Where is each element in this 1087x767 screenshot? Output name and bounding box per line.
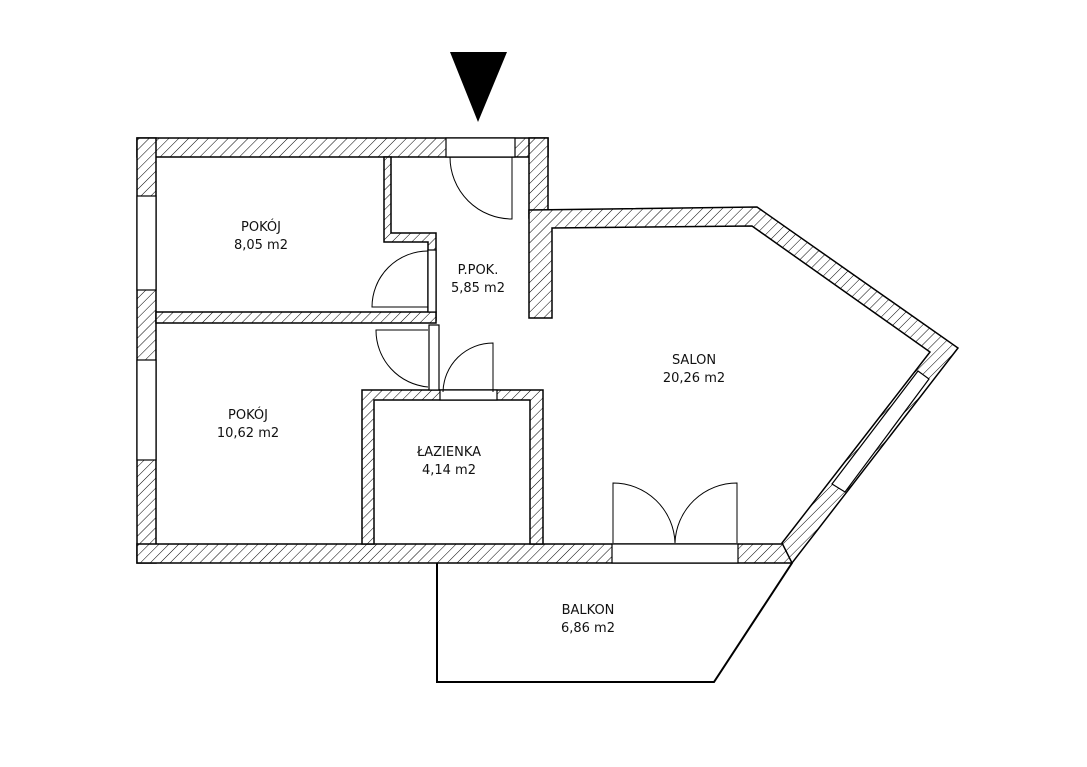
room-name: POKÓJ bbox=[228, 407, 268, 423]
room-area: 4,14 m2 bbox=[422, 463, 476, 478]
room-area: 20,26 m2 bbox=[663, 371, 725, 386]
room-name: ŁAZIENKA bbox=[416, 445, 481, 460]
room-area: 5,85 m2 bbox=[451, 281, 505, 296]
room-balkon: BALKON 6,86 m2 bbox=[561, 603, 615, 636]
room-pokoj-1: POKÓJ 8,05 m2 bbox=[234, 219, 288, 253]
room-area: 6,86 m2 bbox=[561, 621, 615, 636]
openings bbox=[136, 137, 930, 564]
room-pokoj-2: POKÓJ 10,62 m2 bbox=[217, 407, 279, 441]
room-name: P.POK. bbox=[458, 263, 499, 278]
room-area: 8,05 m2 bbox=[234, 238, 288, 253]
room-salon: SALON 20,26 m2 bbox=[663, 353, 725, 386]
room-name: BALKON bbox=[562, 603, 615, 618]
room-area: 10,62 m2 bbox=[217, 426, 279, 441]
doors bbox=[371, 156, 738, 544]
walls bbox=[136, 137, 960, 565]
room-name: SALON bbox=[672, 353, 716, 368]
balcony-outline bbox=[436, 562, 793, 683]
room-lazienka: ŁAZIENKA 4,14 m2 bbox=[416, 445, 481, 478]
entrance-arrow-icon bbox=[450, 52, 507, 122]
room-przedpokoj: P.POK. 5,85 m2 bbox=[451, 263, 505, 296]
room-name: POKÓJ bbox=[241, 219, 281, 235]
